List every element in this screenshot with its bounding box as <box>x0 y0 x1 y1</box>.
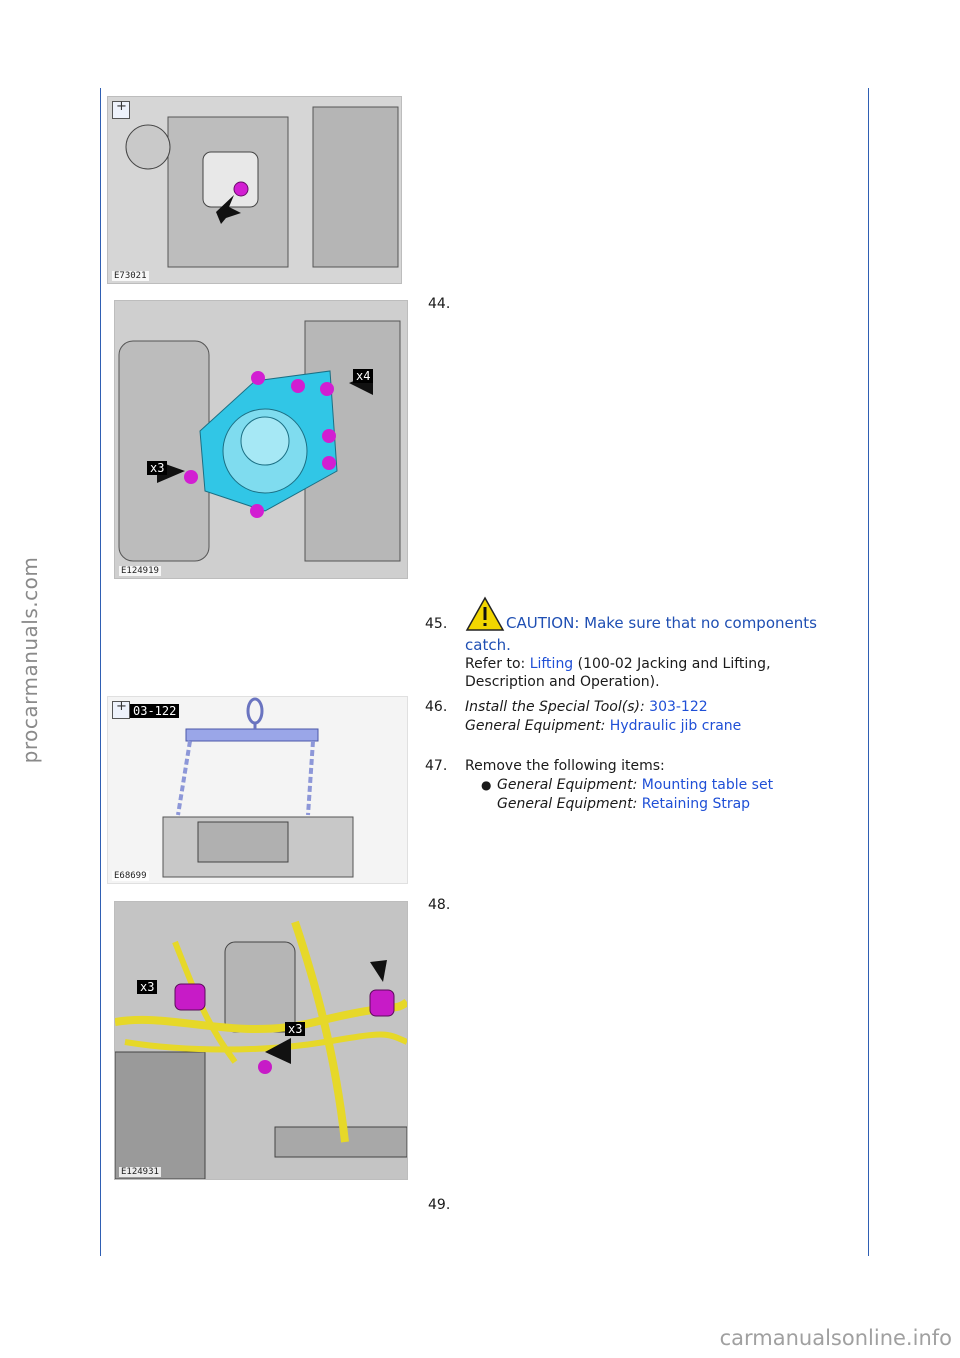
lifting-tool-illustration <box>108 697 407 883</box>
step-47-text: Remove the following items: <box>465 758 665 774</box>
caution-line-1: CAUTION: Make sure that no components <box>506 614 817 632</box>
step-46-content: Install the Special Tool(s): 303-122 Gen… <box>465 698 865 736</box>
engine-illustration-3 <box>115 902 407 1179</box>
step-45-number: 45. <box>425 616 448 632</box>
step-47-number: 47. <box>425 758 448 774</box>
step-47-content: Remove the following items: ● General Eq… <box>465 757 865 814</box>
right-border-line <box>868 88 869 1256</box>
refer-line-2: Description and Operation). <box>465 674 660 690</box>
refer-line: Refer to: Lifting (100-02 Jacking and Li… <box>465 655 771 674</box>
figure-code: E68699 <box>112 871 149 881</box>
side-watermark: procarmanuals.com <box>18 556 42 764</box>
figure-code: E124919 <box>119 566 161 576</box>
figure-e73021: E73021 <box>107 96 402 284</box>
warning-triangle-icon <box>465 596 505 631</box>
hydraulic-jib-crane-link[interactable]: Hydraulic jib crane <box>609 718 742 734</box>
bullet-icon: ● <box>481 778 492 792</box>
tool-link-303-122[interactable]: 303-122 <box>649 699 708 715</box>
figure-code: E73021 <box>112 271 149 281</box>
callout-x4: x4 <box>353 369 374 383</box>
caution-line-2: catch. <box>465 636 511 654</box>
figure-e124919: x4 x3 E124919 <box>114 300 408 579</box>
equipment-label: General Equipment: <box>465 718 606 734</box>
figure-code: E124931 <box>119 1167 161 1177</box>
engine-illustration-1 <box>108 97 401 283</box>
zoom-icon[interactable] <box>112 99 130 119</box>
item-2-label: General Equipment: <box>497 796 638 812</box>
refer-rest: (100-02 Jacking and Lifting, <box>577 656 771 672</box>
figure-e68699: 03-122 E68699 <box>107 696 408 884</box>
callout-x3-left: x3 <box>137 980 158 994</box>
tool-label: Install the Special Tool(s): <box>465 699 645 715</box>
bottom-watermark: carmanualsonline.info <box>719 1326 952 1350</box>
zoom-icon[interactable] <box>112 699 130 719</box>
step-48-number: 48. <box>428 897 451 913</box>
figure-e124931: x3 x3 E124931 <box>114 901 408 1180</box>
callout-x3-center: x3 <box>285 1022 306 1036</box>
refer-prefix: Refer to: <box>465 656 526 672</box>
left-border-line <box>100 88 101 1256</box>
callout-x3: x3 <box>147 461 168 475</box>
step-46-number: 46. <box>425 699 448 715</box>
item-1-label: General Equipment: <box>497 777 638 793</box>
tool-tag: 03-122 <box>130 704 180 718</box>
step-44-number: 44. <box>428 296 451 312</box>
lifting-link[interactable]: Lifting <box>529 656 574 672</box>
step-49-number: 49. <box>428 1197 451 1213</box>
retaining-strap-link[interactable]: Retaining Strap <box>641 796 751 812</box>
engine-illustration-2 <box>115 301 407 578</box>
mounting-table-set-link[interactable]: Mounting table set <box>641 777 774 793</box>
